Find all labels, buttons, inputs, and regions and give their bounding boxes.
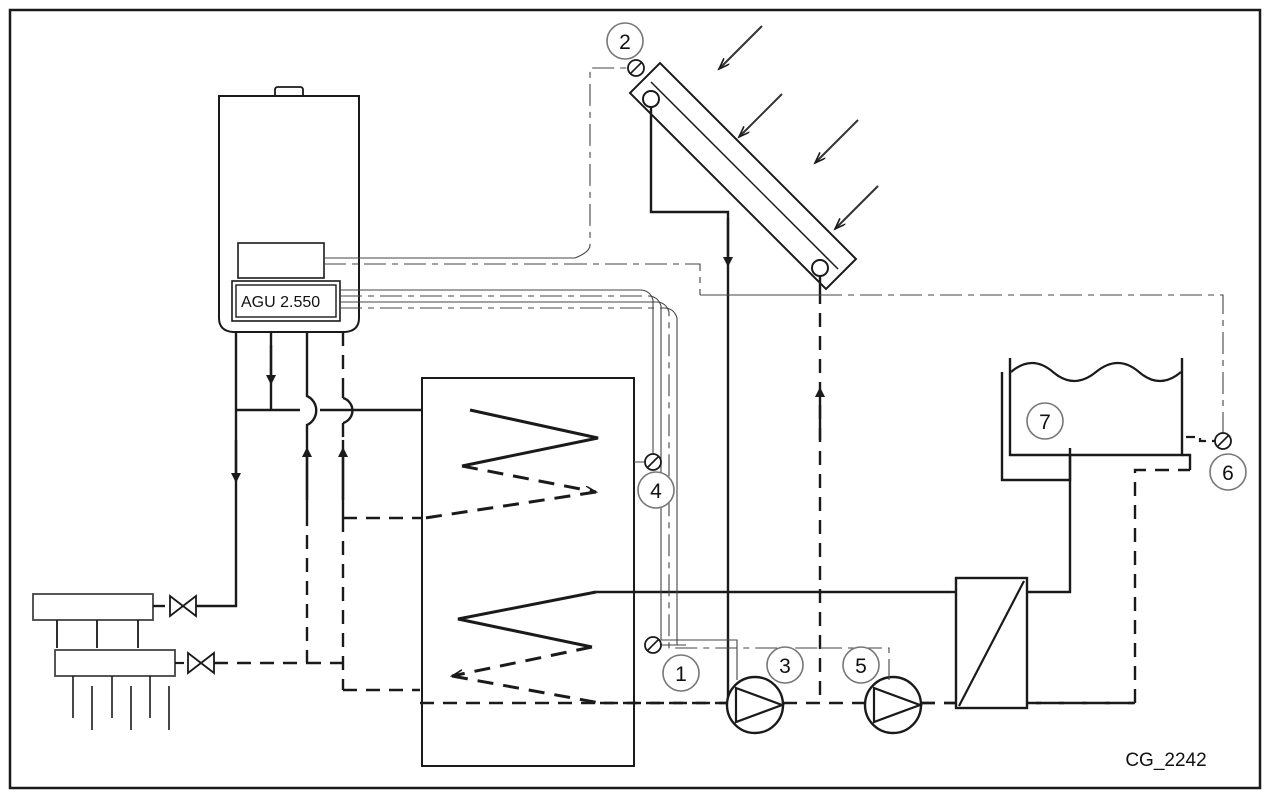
pump-3-impeller-icon <box>734 686 786 724</box>
callout-3-label: 3 <box>779 655 791 678</box>
plate-heat-exchanger <box>921 448 1135 710</box>
valve-underfloor-circuit[interactable] <box>187 651 215 675</box>
callout-2-label: 2 <box>619 31 631 54</box>
valve-radiator-icon[interactable] <box>169 594 197 618</box>
sun-arrow-icon-4 <box>835 185 879 229</box>
underfloor-heating-manifold <box>54 649 176 730</box>
wire-to-sensor-1 <box>663 307 686 646</box>
pipe-crossing-arc-dashed <box>342 396 354 425</box>
tank-body <box>421 377 635 767</box>
callout-3[interactable]: 3 <box>766 646 804 684</box>
valve-underfloor-icon[interactable] <box>187 651 215 675</box>
sensor-2-slash-icon <box>629 61 643 75</box>
wire-to-pump-3 <box>647 295 738 680</box>
pump-5[interactable] <box>863 675 924 735</box>
callout-2-circle[interactable] <box>606 22 644 60</box>
sensor-symbol-2[interactable] <box>627 59 645 77</box>
sensor-symbol-6[interactable] <box>1214 432 1232 450</box>
radiator-manifold <box>32 593 165 648</box>
wire-to-pump-5 <box>820 647 890 680</box>
tank-upper-coil-solid <box>461 408 599 468</box>
callout-1[interactable]: 1 <box>662 654 700 692</box>
callout-1-circle[interactable] <box>662 654 700 692</box>
bus-to-pool-return <box>1133 468 1190 703</box>
tank-upper-coil-dashed-b <box>424 490 597 520</box>
callout-6-circle[interactable] <box>1209 453 1247 491</box>
radiator-manifold-risers <box>56 620 139 648</box>
pump-5-impeller-icon <box>872 686 924 724</box>
collector-top-port <box>642 90 660 108</box>
sensor-6-slash-icon <box>1216 434 1230 448</box>
callout-5-label: 5 <box>855 655 867 678</box>
tank-upper-coil-dashed-a <box>461 464 596 492</box>
underfloor-manifold-body <box>54 649 176 677</box>
sun-arrow-icon-2 <box>739 93 783 137</box>
wire-upper-branch <box>565 263 701 295</box>
sensor-symbol-1[interactable] <box>644 636 662 654</box>
sensor-symbol-4[interactable] <box>644 453 662 471</box>
underfloor-pipe-icons <box>72 676 170 730</box>
tank-lower-coil-dashed-a <box>452 645 593 676</box>
wall-hung-boiler: AGU 2.550 <box>218 86 360 333</box>
wire-to-sensor-4 <box>639 289 654 462</box>
callout-4-label: 4 <box>650 480 662 503</box>
sensor-4-slash-icon <box>646 455 660 469</box>
pipe-valve-to-radiator-manifold <box>196 604 238 608</box>
valve-radiator-circuit[interactable] <box>169 594 197 618</box>
solar-collector <box>628 61 858 291</box>
callout-5[interactable]: 5 <box>842 646 880 684</box>
pipe-crossing-arc-solid <box>305 392 318 430</box>
wire-to-sensor-6 <box>700 294 1224 441</box>
callout-7-circle[interactable] <box>1026 402 1064 440</box>
pool-water-surface-icon <box>1010 361 1182 383</box>
boiler-pipe-connections <box>231 332 345 605</box>
figure-id-label: CG_2242 <box>1125 750 1206 771</box>
return-risers <box>302 430 470 692</box>
sun-arrows-group <box>719 25 879 229</box>
collector-absorber-line-b <box>650 81 839 270</box>
sensor-1-slash-icon <box>646 638 660 652</box>
sun-arrow-icon-1 <box>719 25 763 69</box>
callout-2[interactable]: 2 <box>606 22 644 60</box>
boiler-display-panel[interactable] <box>237 242 325 279</box>
collector-absorber-line-a <box>640 103 816 279</box>
callout-balloons-group: 1 2 3 4 5 6 7 <box>606 22 1247 692</box>
sensor-symbols-group <box>627 59 1232 654</box>
controller-label: AGU 2.550 <box>241 294 320 311</box>
callout-6[interactable]: 6 <box>1209 453 1247 491</box>
callout-7[interactable]: 7 <box>1026 402 1064 440</box>
pipe-collector-flow <box>649 122 730 660</box>
sun-arrow-icon-3 <box>815 119 859 163</box>
callout-1-label: 1 <box>675 663 687 686</box>
pipe-pool-sensor-tap <box>1186 435 1215 443</box>
pipe-pool-outlet <box>1182 453 1192 470</box>
pipe-pool-inlet <box>1000 372 1072 482</box>
callout-5-circle[interactable] <box>842 646 880 684</box>
wire-to-sensor-2 <box>574 67 636 259</box>
tank-lower-coil-solid <box>457 590 597 649</box>
callout-4[interactable]: 4 <box>637 471 675 509</box>
callout-4-circle[interactable] <box>637 471 675 509</box>
callout-3-circle[interactable] <box>766 646 804 684</box>
pipe-hx-to-pool-top <box>1027 448 1072 594</box>
radiator-manifold-body <box>32 593 154 621</box>
dual-coil-storage-tank <box>421 377 635 767</box>
heat-exchanger-plate-icon <box>958 580 1025 707</box>
diagram-frame <box>8 8 1262 790</box>
boiler-flue-icon <box>274 86 304 96</box>
pump-3[interactable] <box>725 675 786 735</box>
callout-6-label: 6 <box>1222 462 1234 485</box>
wire-to-collector-return <box>655 301 820 649</box>
callout-7-label: 7 <box>1039 411 1051 434</box>
controller-module-body[interactable] <box>235 284 337 318</box>
collector-bottom-port <box>811 259 829 277</box>
